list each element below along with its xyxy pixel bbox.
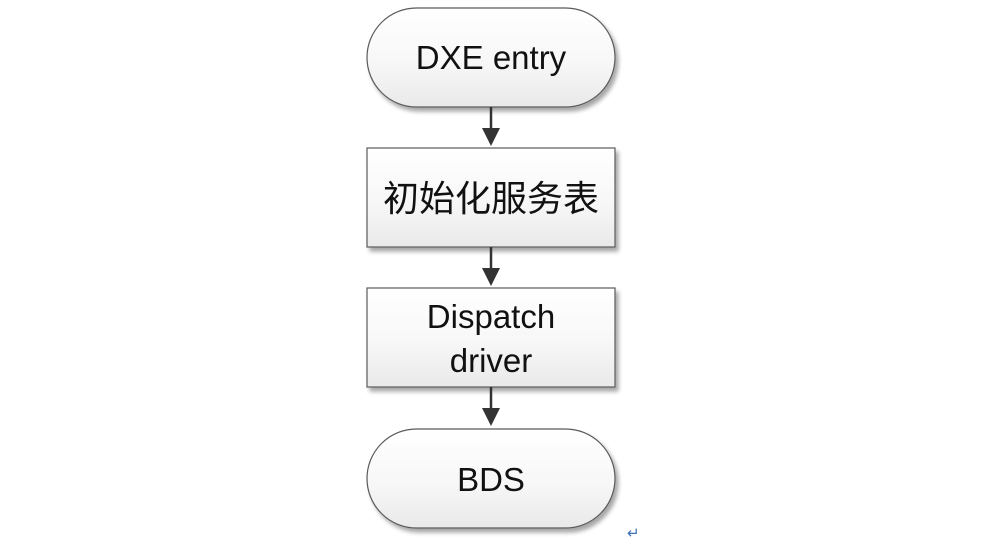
terminator-shape (366, 428, 616, 529)
node-label-line2: driver (450, 342, 533, 379)
node-dxe-entry: DXE entry (366, 7, 616, 108)
process-shape (366, 147, 616, 248)
node-init-service-table: 初始化服务表 (366, 147, 616, 248)
arrowhead (482, 408, 500, 426)
arrow-init-to-dispatch (482, 247, 500, 286)
node-dispatch-driver: Dispatch driver (366, 287, 616, 388)
node-label-line1: Dispatch (427, 298, 555, 335)
node-label: 初始化服务表 (383, 179, 599, 220)
paragraph-mark-icon: ↵ (627, 524, 640, 542)
arrow-dispatch-to-bds (482, 387, 500, 426)
node-label: DXE entry (416, 39, 567, 76)
node-bds: BDS (366, 428, 616, 529)
arrow-dxe-to-init (482, 107, 500, 146)
arrowhead (482, 268, 500, 286)
arrowhead (482, 128, 500, 146)
node-label: BDS (457, 461, 525, 498)
